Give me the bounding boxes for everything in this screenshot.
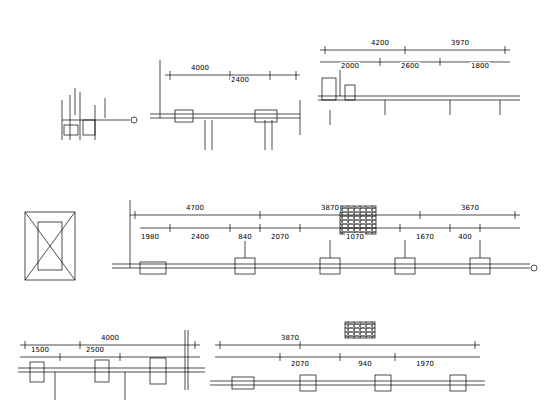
dimension-text: 4200 <box>370 39 390 47</box>
dimension-text: 2500 <box>85 346 105 354</box>
dimension-text: 2400 <box>230 76 250 84</box>
dimension-text: 4000 <box>190 64 210 72</box>
dimension-text: 3870 <box>280 334 300 342</box>
dimension-text: 1800 <box>470 62 490 70</box>
dimension-text: 1500 <box>30 346 50 354</box>
dimension-text: 1670 <box>415 233 435 241</box>
dimension-text: 4700 <box>185 204 205 212</box>
dimension-text: 2070 <box>290 360 310 368</box>
dimension-text: 940 <box>357 360 372 368</box>
dimension-text: 4000 <box>100 334 120 342</box>
dimension-text: 1980 <box>140 233 160 241</box>
dimension-text: 2000 <box>340 62 360 70</box>
dimension-text: 3970 <box>450 39 470 47</box>
dimension-text: 1970 <box>415 360 435 368</box>
dimension-text: 3670 <box>460 204 480 212</box>
dimension-text: 3870 <box>320 204 340 212</box>
dimension-text: 1070 <box>345 233 365 241</box>
dimension-text: 400 <box>457 233 472 241</box>
dimension-text: 840 <box>237 233 252 241</box>
dimension-text: 2600 <box>400 62 420 70</box>
dimension-text: 2070 <box>270 233 290 241</box>
dimension-text: 2400 <box>190 233 210 241</box>
